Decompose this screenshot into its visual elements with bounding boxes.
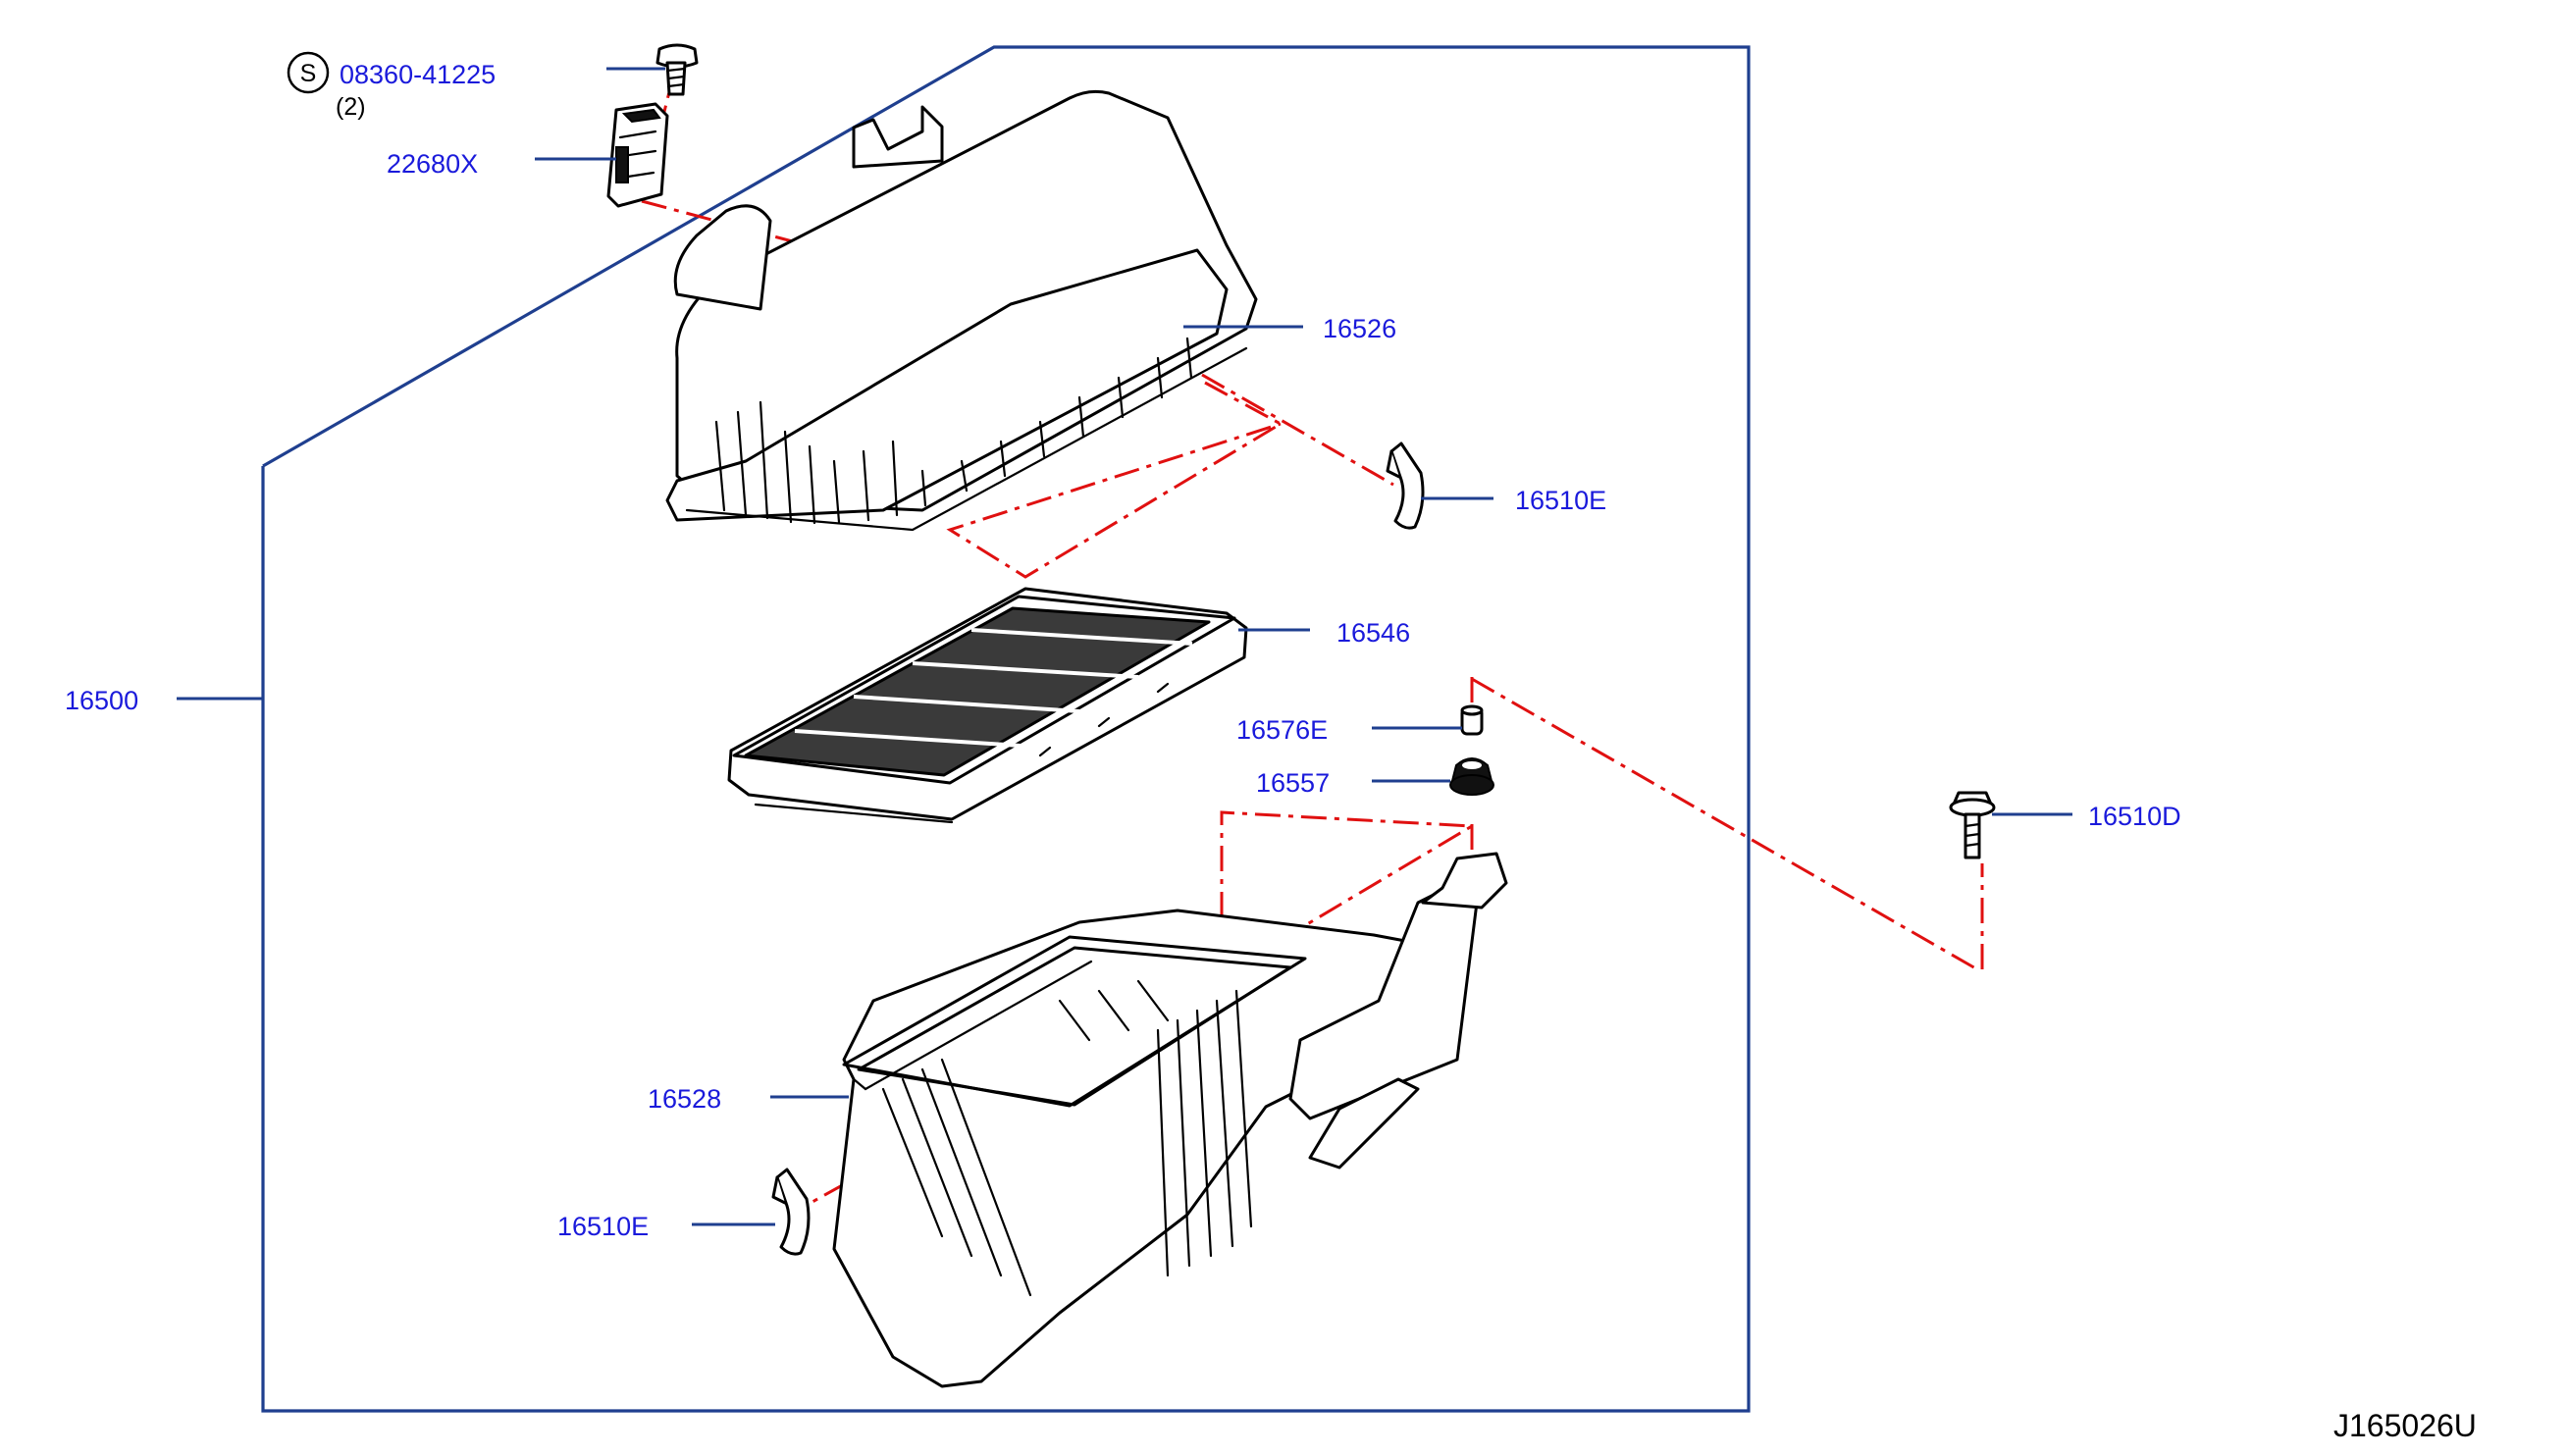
clip-lower-part [771, 1168, 811, 1256]
callout-16500: 16500 [65, 686, 138, 715]
clip-upper-part [1386, 442, 1425, 530]
bolt-part [1949, 791, 1996, 859]
mass-airflow-sensor-part [606, 102, 669, 208]
callout-16546: 16546 [1336, 618, 1410, 648]
callout-16557: 16557 [1256, 768, 1330, 798]
callout-08360-41225: 08360-41225 [340, 60, 496, 89]
diagram-reference-code: J165026U [2333, 1408, 2477, 1443]
standard-part-symbol [287, 51, 330, 94]
standard-part-symbol-letter: S [300, 60, 317, 87]
cover-ribs [714, 337, 1193, 525]
callout-quantity: (2) [336, 93, 366, 121]
callout-16510D: 16510D [2088, 802, 2181, 831]
leader-lines [177, 67, 2072, 1226]
upper-cover-part [665, 89, 1258, 532]
screw-callout: S 08360-41225 (2) [287, 51, 496, 121]
callout-22680X: 22680X [387, 149, 478, 179]
callout-16510E-lower: 16510E [557, 1212, 649, 1241]
collar-part [1460, 704, 1484, 736]
callout-16528: 16528 [648, 1084, 721, 1114]
callout-16510E-upper: 16510E [1515, 486, 1606, 515]
callout-16526: 16526 [1323, 314, 1396, 343]
filter-element-part [727, 587, 1248, 824]
assembly-boundary [261, 45, 1751, 1413]
callout-16576E: 16576E [1236, 715, 1328, 745]
case-ribs [881, 979, 1253, 1297]
screw-part [655, 43, 699, 96]
grommet-part [1449, 757, 1494, 796]
filter-pleat-dividers [794, 628, 1193, 748]
lower-case-part [832, 852, 1508, 1388]
